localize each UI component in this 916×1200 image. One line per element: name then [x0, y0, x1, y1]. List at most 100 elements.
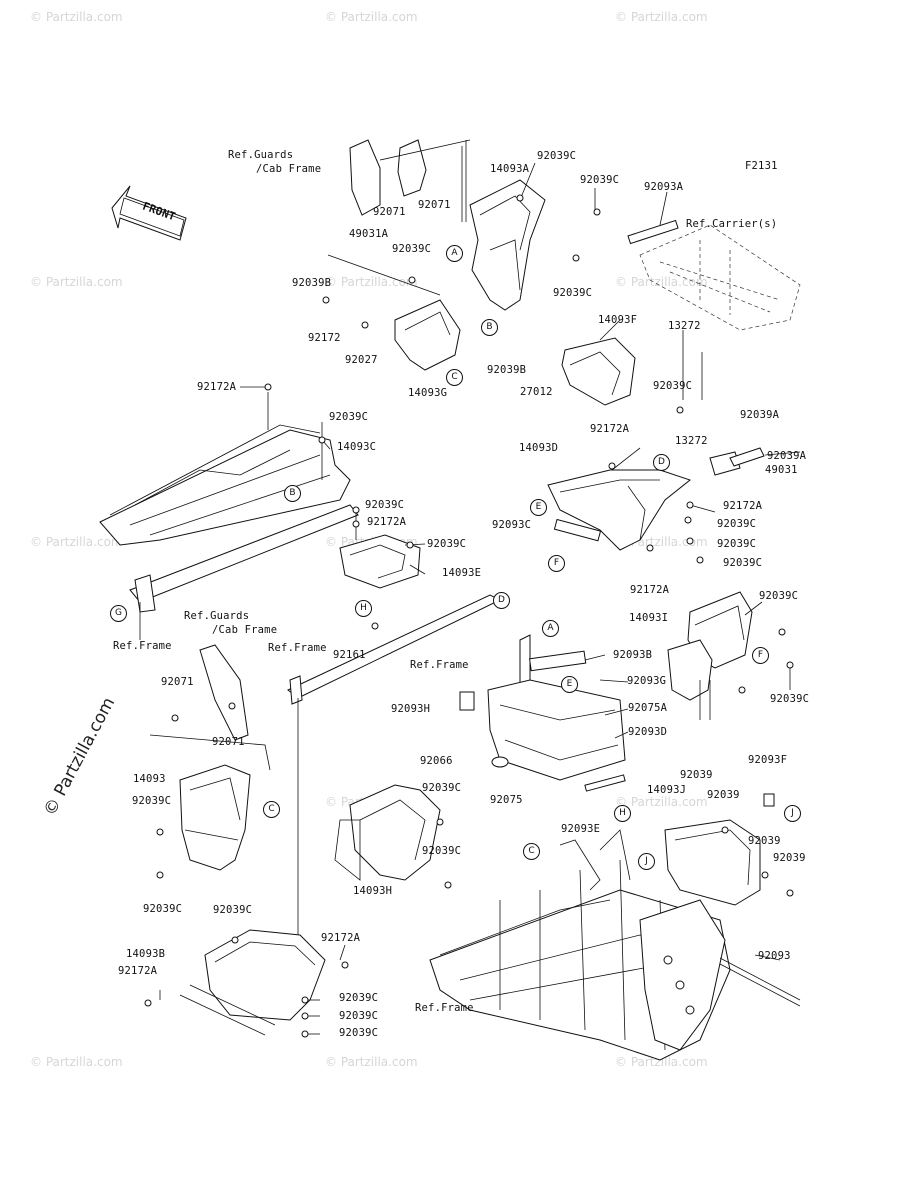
bracket-14093D — [547, 469, 692, 551]
ref-carrier: Ref.Carrier(s) — [686, 218, 778, 230]
guard-14093 — [149, 644, 271, 871]
part-number: 92066 — [420, 755, 453, 767]
part-number: 92172A — [367, 516, 407, 528]
callout-c: C — [523, 843, 540, 860]
part-number: 92093B — [613, 649, 653, 661]
part-number: 14093I — [629, 612, 669, 624]
cover-14093J — [664, 793, 775, 906]
part-number: 13272 — [675, 435, 708, 447]
part-number: 92039B — [292, 277, 332, 289]
callout-h: H — [614, 805, 631, 822]
cover-14093B — [179, 929, 326, 1036]
watermark: © Partzilla.com — [325, 10, 418, 24]
part-number: 14093F — [598, 314, 638, 326]
bracket-14093G — [327, 254, 461, 371]
watermark: © Partzilla.com — [30, 535, 123, 549]
callout-d: D — [493, 592, 510, 609]
callout-d: D — [653, 454, 670, 471]
watermark: © Partzilla.com — [30, 275, 123, 289]
part-number: 92039 — [680, 769, 713, 781]
part-number: 92039C — [422, 782, 462, 794]
part-number: 92093E — [561, 823, 601, 835]
part-number: 92039A — [767, 450, 807, 462]
part-number: 92039C — [553, 287, 593, 299]
watermark: © Partzilla.com — [325, 1055, 418, 1069]
part-number: 92172A — [590, 423, 630, 435]
watermark: © Partzilla.com — [615, 10, 708, 24]
part-number: 92093A — [644, 181, 684, 193]
callout-b: B — [284, 485, 301, 502]
callout-e: E — [561, 676, 578, 693]
part-number: 14093H — [353, 885, 393, 897]
part-number: 92039C — [717, 538, 757, 550]
part-number: 14093D — [519, 442, 559, 454]
part-number: 92039C — [132, 795, 172, 807]
part-number: 49031A — [349, 228, 389, 240]
callout-c: C — [446, 369, 463, 386]
part-number: 14093G — [408, 387, 448, 399]
part-number: 92039C — [422, 845, 462, 857]
watermark: © Partzilla.com — [30, 1055, 123, 1069]
cover-14093F — [561, 337, 703, 406]
part-number: 92172A — [118, 965, 158, 977]
ref-guards-cab-2b: /Cab Frame — [212, 624, 278, 636]
callout-c: C — [263, 801, 280, 818]
watermark: © Partzilla.com — [615, 275, 708, 289]
part-number: 27012 — [520, 386, 553, 398]
part-number: 92172A — [723, 500, 763, 512]
part-number: 92039C — [339, 1010, 379, 1022]
ref-guards-cab-1b: /Cab Frame — [256, 163, 322, 175]
part-number: 92039C — [392, 243, 432, 255]
frame-rail-left — [129, 504, 359, 640]
part-number: 92093D — [628, 726, 668, 738]
callout-j: J — [784, 805, 801, 822]
part-number: 92039C — [329, 411, 369, 423]
part-number: 92039C — [365, 499, 405, 511]
latch-49031 — [709, 447, 765, 476]
part-number: 92172 — [308, 332, 341, 344]
part-number: 92075A — [628, 702, 668, 714]
fasteners — [144, 194, 794, 1038]
ref-frame-2: Ref.Frame — [268, 642, 327, 654]
part-number: 92039B — [487, 364, 527, 376]
ref-frame-4: Ref.Frame — [415, 1002, 474, 1014]
front-arrow-icon — [111, 185, 187, 241]
cover-14093I — [667, 591, 753, 720]
part-number: 92039C — [427, 538, 467, 550]
callout-f: F — [548, 555, 565, 572]
watermark: © Partzilla.com — [30, 10, 123, 24]
part-number: 92039C — [537, 150, 577, 162]
callout-b: B — [481, 319, 498, 336]
ref-frame-1: Ref.Frame — [113, 640, 172, 652]
callout-a: A — [446, 245, 463, 262]
part-number: 92039 — [748, 835, 781, 847]
part-number: 92039C — [143, 903, 183, 915]
part-number: 92093F — [748, 754, 788, 766]
part-number: 14093B — [126, 948, 166, 960]
part-number: 13272 — [668, 320, 701, 332]
part-number: 92172A — [630, 584, 670, 596]
part-number: 14093J — [647, 784, 687, 796]
part-number: 14093C — [337, 441, 377, 453]
part-number: 92039C — [770, 693, 810, 705]
part-number: 49031 — [765, 464, 798, 476]
watermark: © Partzilla.com — [615, 1055, 708, 1069]
part-number: 92093 — [758, 950, 791, 962]
part-number: 92039A — [740, 409, 780, 421]
cover-14093A — [469, 179, 546, 311]
carrier-ref — [627, 219, 801, 331]
part-number: 92093G — [627, 675, 667, 687]
part-number: 92172A — [321, 932, 361, 944]
part-number: 92075 — [490, 794, 523, 806]
part-number: 92071 — [212, 736, 245, 748]
ref-guards-cab-2: Ref.Guards — [184, 610, 250, 622]
part-number: 92093C — [492, 519, 532, 531]
part-number: 92027 — [345, 354, 378, 366]
part-number: 92039C — [759, 590, 799, 602]
frame-main — [429, 829, 801, 1061]
part-number: 92039 — [707, 789, 740, 801]
part-number: 92039C — [580, 174, 620, 186]
guard-bracket-top — [349, 139, 471, 222]
part-number: 92093H — [391, 703, 431, 715]
